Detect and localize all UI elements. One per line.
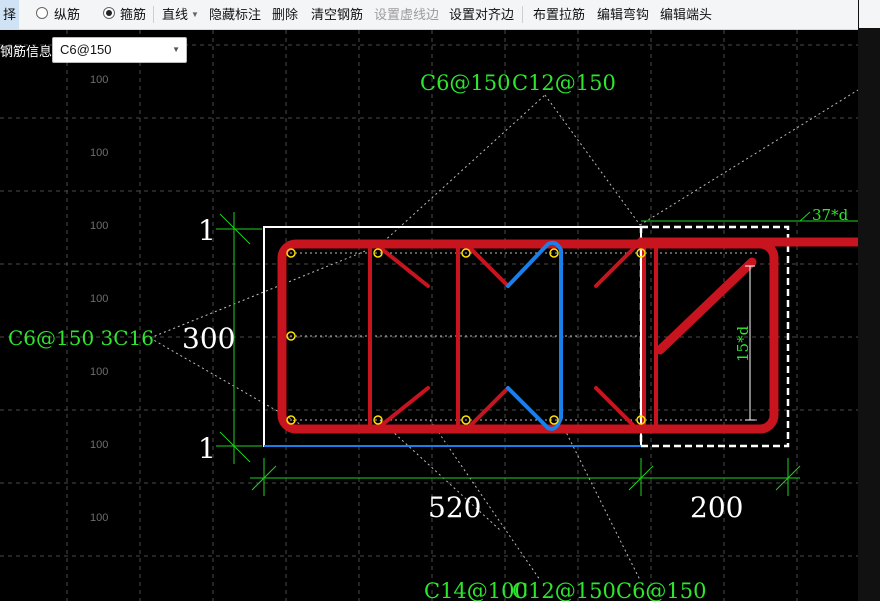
hide-annotation-button[interactable]: 隐藏标注 [209,7,262,22]
dim-width-ext: 200 [690,491,743,524]
grid [0,30,858,601]
radio-stirrup-label[interactable]: 箍筋 [120,7,147,22]
line-mode-label: 直线 [162,7,189,22]
hook-dimension [745,265,755,421]
hook-segment [655,257,757,355]
rebar-point[interactable] [549,415,559,425]
radio-stirrup[interactable] [103,7,115,19]
toolbar: 择 纵筋 箍筋 直线▼ 隐藏标注 删除 清空钢筋 设置虚线边 设置对齐边 布置拉… [0,0,858,30]
inner-legs[interactable] [368,244,658,430]
rebar-info-value: C6@150 [60,42,112,57]
rebar-point[interactable] [549,248,559,258]
side-panel-edge [858,0,880,601]
edit-hook-button[interactable]: 编辑弯钩 [597,7,650,22]
chevron-down-icon: ▼ [172,45,180,54]
anchor-length-label: 37*d [812,206,849,224]
top-label-right: C12@150 [512,71,616,95]
delete-button[interactable]: 删除 [272,7,299,22]
dimension-lines [216,211,858,496]
rebar-info-select[interactable]: C6@150 ▼ [52,37,187,63]
rebar-point[interactable] [636,248,646,258]
tie-bar[interactable] [506,240,563,431]
dim-height: 300 [182,322,235,355]
dim-top-cover: 1 [198,214,216,247]
grid-label: 100 [90,147,108,159]
grid-label: 100 [90,74,108,86]
radio-longitudinal-label[interactable]: 纵筋 [54,7,81,22]
rebar-point[interactable] [636,415,646,425]
grid-label: 100 [90,439,108,451]
dim-width-main: 520 [428,491,481,524]
chevron-down-icon: ▼ [191,10,199,19]
edit-end-button[interactable]: 编辑端头 [660,7,713,22]
set-dashed-edge-button[interactable]: 设置虚线边 [374,7,440,22]
longitudinal-bars[interactable] [286,248,646,425]
line-mode-dropdown[interactable]: 直线▼ [162,0,199,29]
rebar-info-label: 钢筋信息: [0,44,56,59]
place-tie-button[interactable]: 布置拉筋 [533,7,586,22]
toolbar-divider [522,6,523,23]
extension-outline[interactable] [639,225,790,448]
select-button[interactable]: 择 [0,0,20,29]
rebar-point[interactable] [373,248,383,258]
side-label: C6@150 3C16 [8,326,154,350]
stirrups[interactable] [277,237,863,434]
bottom-label-2: C12@150 [512,579,616,601]
dim-bottom-cover: 1 [198,432,216,465]
set-align-edge-button[interactable]: 设置对齐边 [449,7,515,22]
leader-lines [149,89,859,581]
bottom-label-1: C14@100 [424,579,528,601]
outer-stirrup [277,239,779,434]
grid-labels: 100 100 100 100 100 100 100 [90,74,108,524]
grid-label: 100 [90,220,108,232]
grid-label: 100 [90,366,108,378]
rebar-point[interactable] [286,331,296,341]
toolbar-divider [153,6,154,23]
rebar-point[interactable] [286,415,296,425]
top-label-left: C6@150 [420,71,511,95]
hook-length-label: 15*d [734,325,752,362]
grid-label: 100 [90,293,108,305]
clear-rebar-button[interactable]: 清空钢筋 [311,7,364,22]
rebar-point[interactable] [286,248,296,258]
rebar-point[interactable] [373,415,383,425]
rebar-point[interactable] [461,248,471,258]
grid-label: 100 [90,512,108,524]
side-panel-header [859,0,880,28]
rebar-point[interactable] [461,415,471,425]
bottom-label-3: C6@150 [616,579,707,601]
radio-longitudinal[interactable] [36,7,48,19]
